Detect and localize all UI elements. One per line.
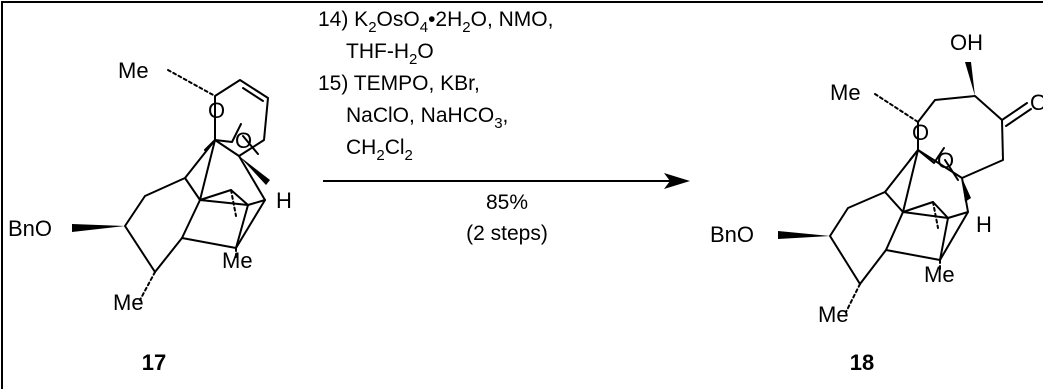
reactant-o2-label: O [235, 128, 252, 153]
step14-solvent: THF-H [346, 40, 409, 63]
product-oh-label: OH [950, 30, 983, 55]
step15-solvent: CH [346, 136, 376, 159]
step14-part-a: 14) K [318, 8, 368, 31]
step15-line-2: NaClO, NaHCO [346, 104, 494, 127]
reaction-yield: 85% [486, 191, 528, 214]
reactant-compound-number: 17 [142, 350, 166, 375]
reactant-bno-label: BnO [8, 216, 52, 241]
product-ketone-o-label: O [1030, 90, 1043, 115]
product-o1-label: O [912, 120, 929, 145]
product-me-top-label: Me [830, 80, 861, 105]
svg-text:14) K2OsO4•2H2O, NMO,: 14) K2OsO4•2H2O, NMO, [318, 8, 553, 36]
product-o2-label: O [937, 148, 954, 173]
svg-text:CH2Cl2: CH2Cl2 [346, 136, 413, 164]
product-h-label: H [976, 212, 992, 237]
reaction-arrow-head [664, 173, 690, 189]
svg-text:NaClO, NaHCO3,: NaClO, NaHCO3, [346, 104, 508, 132]
reactant-o1-label: O [208, 98, 225, 123]
reactant-me-top-label: Me [118, 58, 149, 83]
compound-18-structure [778, 62, 1032, 313]
reaction-steps: (2 steps) [466, 222, 548, 245]
product-me-mid-label: Me [924, 262, 955, 287]
product-compound-number: 18 [850, 350, 874, 375]
product-bno-label: BnO [710, 222, 754, 247]
step15-line-1: 15) TEMPO, KBr, [318, 72, 480, 95]
compound-17-structure [72, 69, 270, 301]
svg-text:THF-H2O: THF-H2O [346, 40, 434, 68]
reactant-h-label: H [276, 188, 292, 213]
product-me-bottom-label: Me [818, 302, 849, 327]
reactant-me-bottom-label: Me [113, 290, 144, 315]
reactant-me-mid-label: Me [222, 248, 253, 273]
reaction-conditions: 14) K2OsO4•2H2O, NMO, THF-H2O 15) TEMPO,… [318, 8, 690, 245]
